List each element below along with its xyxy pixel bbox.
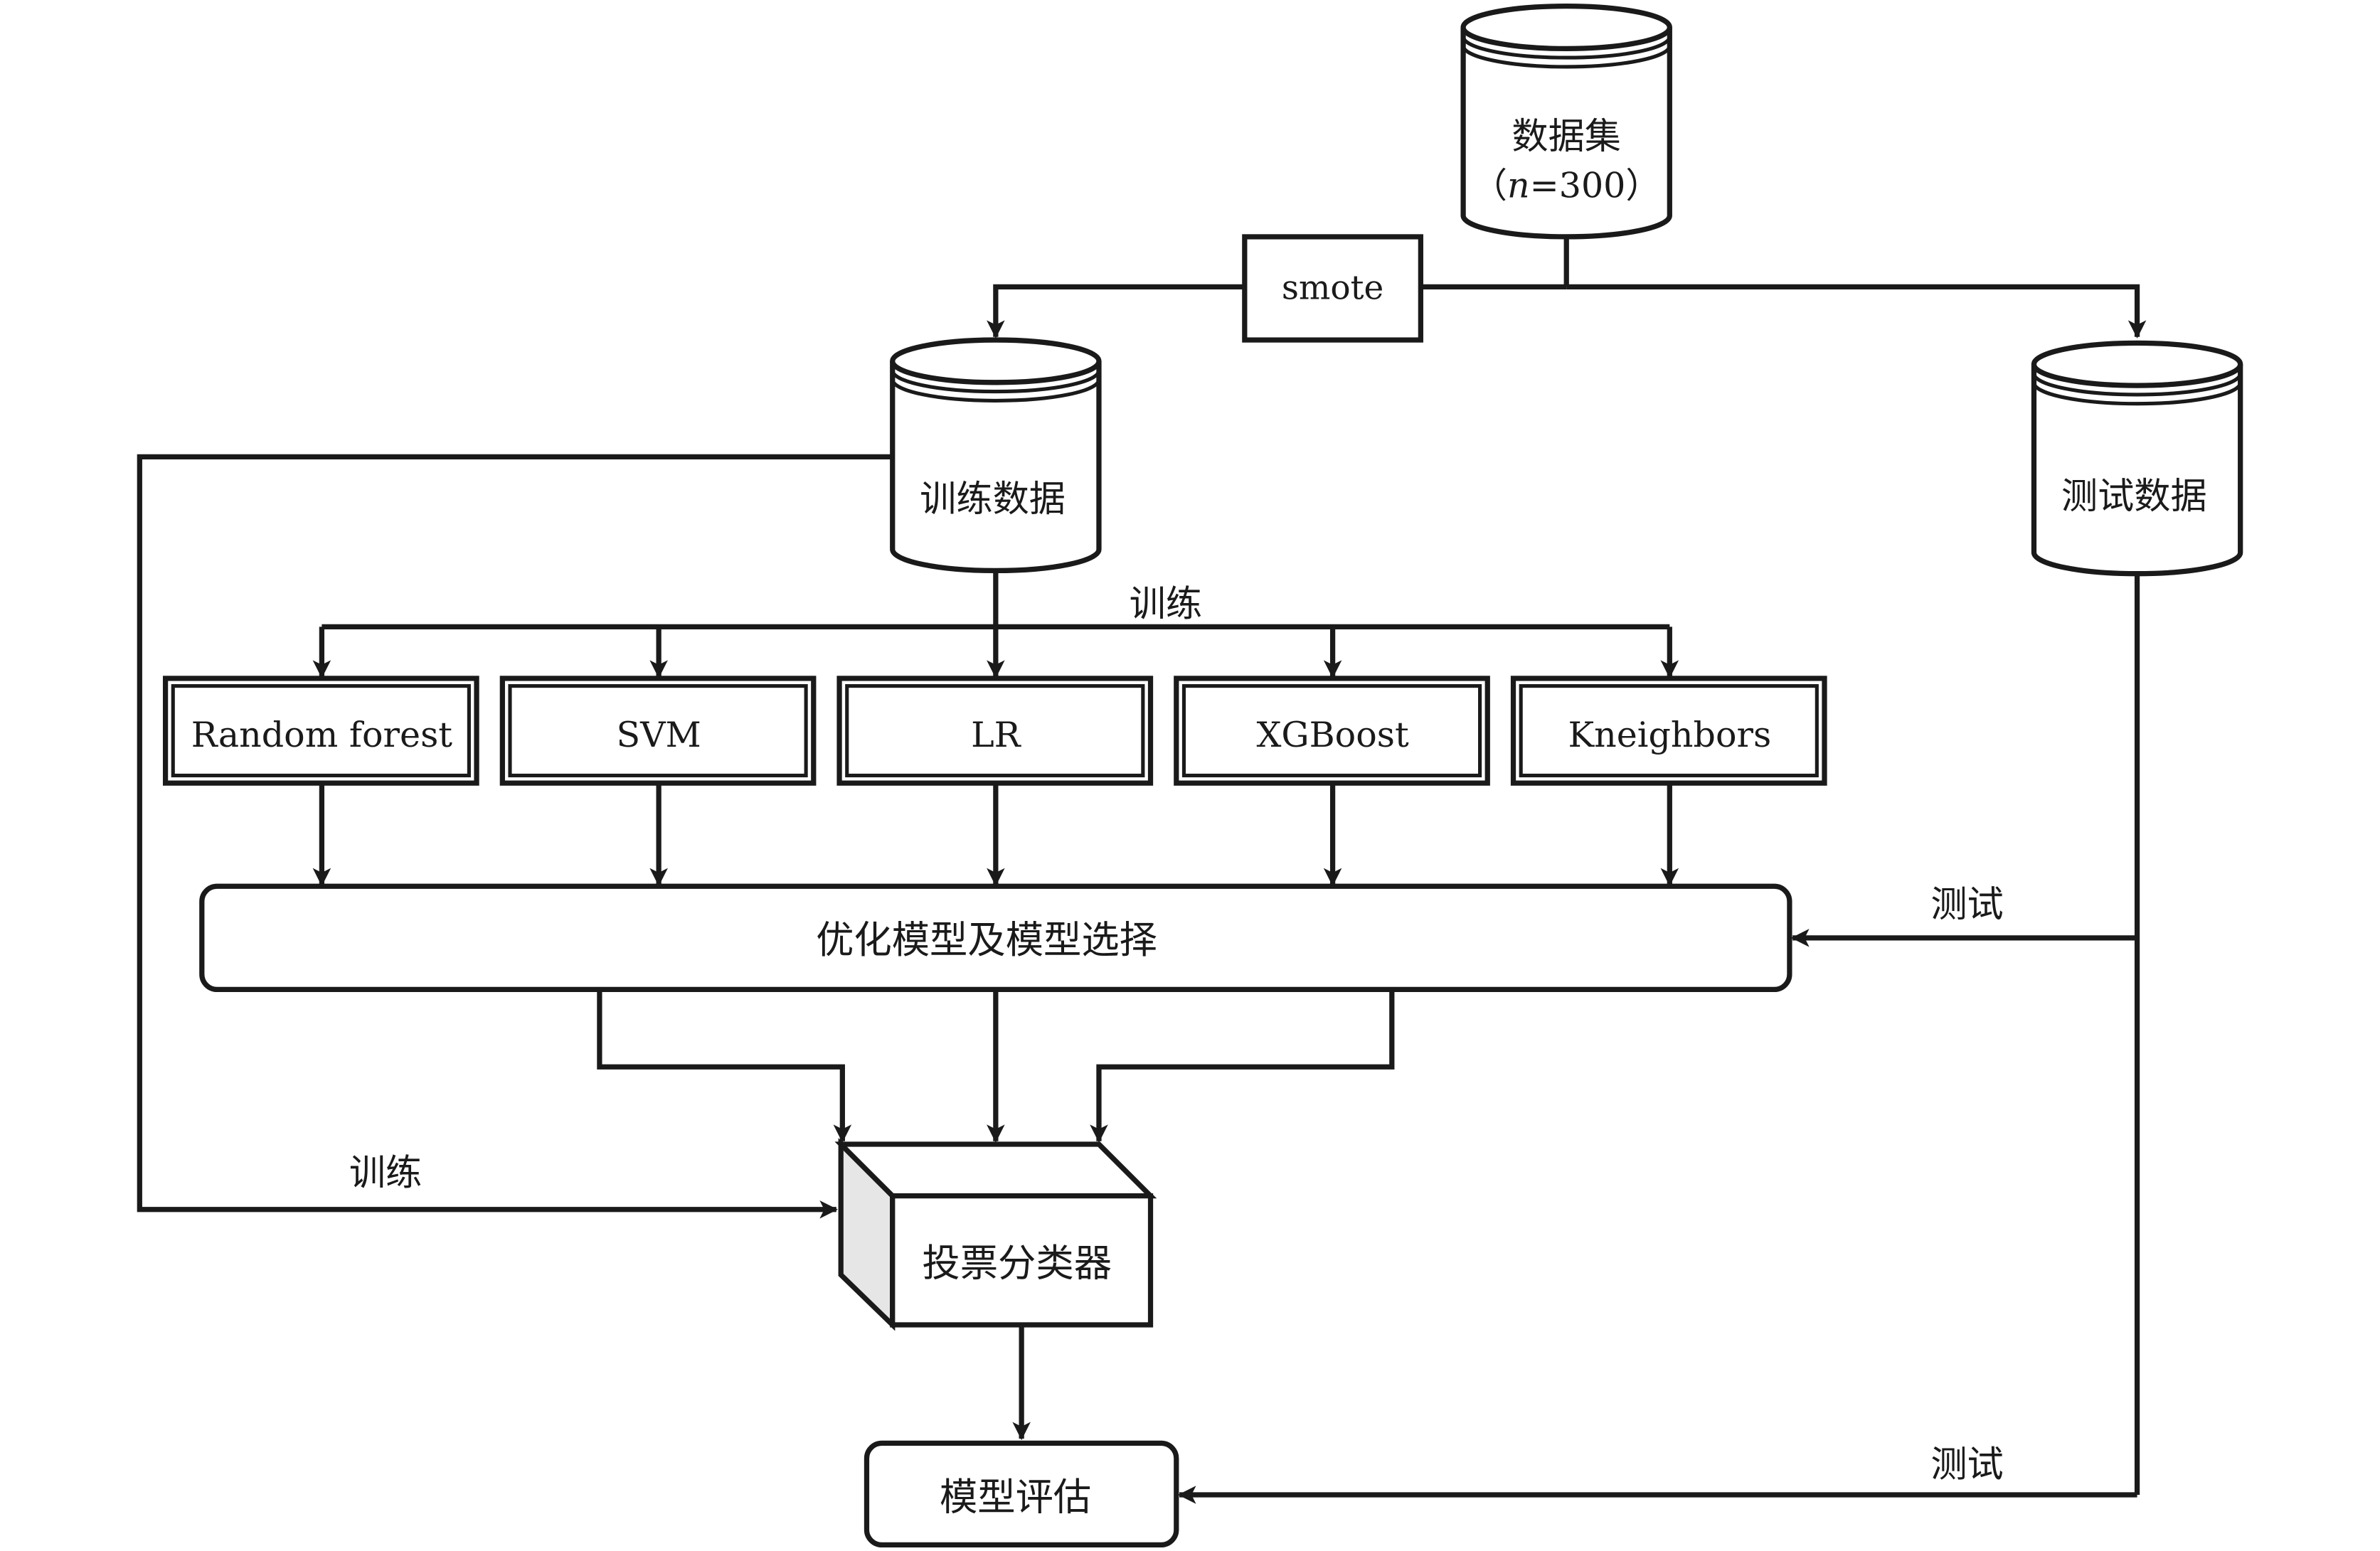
edge-opt-to-vote-right [1090,989,1395,1143]
model-box-random-forest: Random forest [162,676,479,786]
evaluation-label: 模型评估 [940,1474,1091,1519]
edge-label-test-mid: 测试 [1930,883,2003,926]
optimize-box: 优化模型及模型选择 [199,883,1792,993]
dataset-count: （n=300） [1472,164,1661,206]
test-data-cylinder: 测试数据 [2031,340,2243,577]
model-label: Kneighbors [1568,714,1771,755]
edge-label-train-top: 训练 [1130,582,1202,625]
edge-to-test-data [1566,284,2147,339]
smote-label: smote [1282,268,1384,307]
model-box-xgboost: XGBoost [1174,676,1490,786]
edge-opt-to-vote-left [597,989,852,1143]
edge-train-to-vote [137,454,893,1219]
voting-label: 投票分类器 [922,1241,1112,1286]
model-box-svm: SVM [499,676,817,786]
train-data-label: 训练数据 [920,478,1066,521]
test-data-label: 测试数据 [2061,475,2207,518]
edge-label-train-left: 训练 [349,1152,422,1195]
voting-classifier-box: 投票分类器 [834,1138,1157,1331]
model-label: LR [971,714,1022,755]
edge-label-test-bottom: 测试 [1930,1443,2003,1486]
model-box-kneighbors: Kneighbors [1510,676,1827,786]
dataset-cylinder: 数据集 （n=300） [1460,3,1672,240]
smote-box: smote [1242,234,1423,343]
train-data-cylinder: 训练数据 [890,337,1102,574]
model-label: XGBoost [1256,714,1408,755]
dataset-label: 数据集 [1512,115,1621,158]
evaluation-box: 模型评估 [864,1440,1179,1548]
connectors [137,236,2147,1504]
model-label: Random forest [191,714,452,755]
model-box-lr: LR [836,676,1154,786]
optimize-label: 优化模型及模型选择 [816,917,1157,962]
model-label: SVM [616,714,701,755]
